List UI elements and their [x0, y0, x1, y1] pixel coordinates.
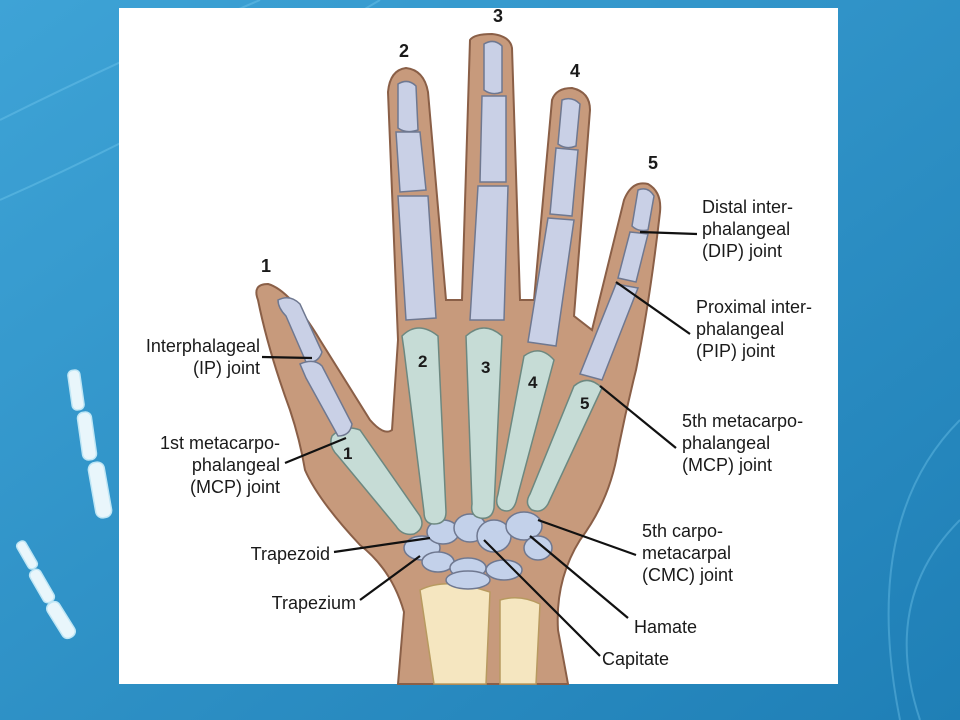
finger-number-3: 3: [493, 6, 504, 26]
metacarpal-number-2: 2: [418, 352, 428, 371]
label-fifth-mcp-joint: 5th metacarpo- phalangeal (MCP) joint: [682, 411, 804, 475]
finger-number-5: 5: [648, 153, 659, 173]
metacarpal-number-3: 3: [481, 358, 491, 377]
metacarpal-number-5: 5: [580, 394, 590, 413]
finger-number-2: 2: [399, 41, 410, 61]
label-fifth-cmc-joint: 5th carpo- metacarpal (CMC) joint: [642, 521, 734, 585]
leader-lines: [261, 230, 698, 657]
label-trapezium: Trapezium: [271, 593, 356, 613]
label-ip-joint: Interphalageal (IP) joint: [145, 336, 260, 378]
carpal-bones: [403, 511, 553, 590]
label-trapezoid: Trapezoid: [250, 544, 330, 564]
metacarpal-number-1: 1: [343, 444, 353, 463]
label-pip-joint: Proximal inter- phalangeal (PIP) joint: [696, 297, 813, 361]
finger-number-4: 4: [570, 61, 581, 81]
metacarpal-bones: [330, 327, 603, 536]
label-dip-joint: Distal inter- phalangeal (DIP) joint: [702, 197, 794, 261]
decorative-finger-bones: [15, 369, 113, 640]
metacarpal-number-4: 4: [528, 373, 538, 392]
forearm-bones: [419, 583, 541, 685]
label-hamate: Hamate: [634, 617, 698, 637]
label-first-mcp-joint: 1st metacarpo- phalangeal (MCP) joint: [159, 433, 280, 497]
phalanx-bones: [277, 40, 655, 437]
finger-number-1: 1: [261, 256, 272, 276]
label-capitate: Capitate: [602, 649, 670, 669]
